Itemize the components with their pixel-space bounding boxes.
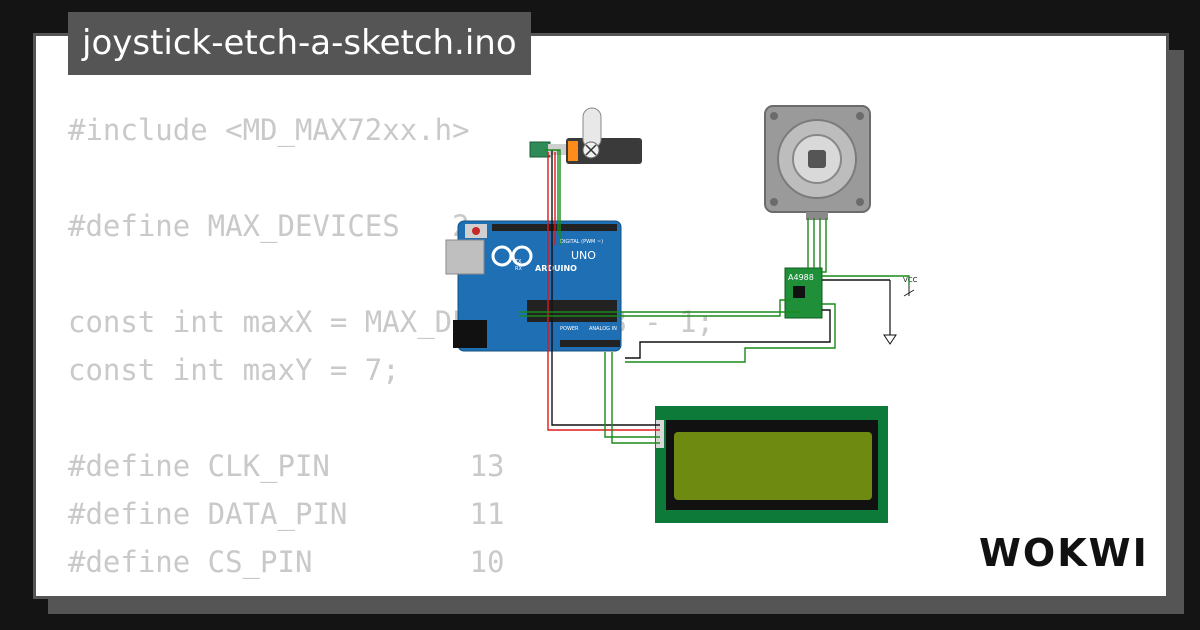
board-model: UNO — [571, 249, 596, 262]
wire — [545, 149, 561, 245]
wire — [822, 218, 827, 273]
wokwi-logo: WOKWI — [979, 531, 1149, 575]
wires — [520, 149, 910, 444]
code-line: #define CS_PIN 10 — [68, 545, 505, 579]
wire — [625, 309, 831, 359]
project-title: joystick-etch-a-sketch.ino — [68, 12, 531, 75]
wire — [604, 352, 660, 438]
wire — [822, 275, 910, 285]
analog-label: ANALOG IN — [589, 326, 617, 332]
board-logo: ARDUINO — [535, 264, 577, 273]
a4988-driver: A4988 — [784, 267, 823, 319]
code-line: const int maxY = 7; — [68, 353, 400, 387]
code-line: #define CLK_PIN 13 — [68, 449, 505, 483]
stepper-motor — [764, 105, 871, 220]
tx-label: TX — [514, 259, 522, 265]
wire — [611, 352, 660, 444]
code-line: #define MAX_DEVICES 2 — [68, 209, 470, 243]
logo-text: WOKWI — [979, 531, 1149, 575]
wire — [551, 150, 660, 426]
power-label: POWER — [560, 326, 579, 332]
lcd-display — [655, 406, 888, 523]
digital-label: DIGITAL (PWM ~) — [560, 239, 603, 245]
wire — [625, 303, 836, 363]
wire — [520, 299, 790, 317]
code-line: #define DATA_PIN 11 — [68, 497, 505, 531]
arduino-uno: ARDUINO UNO DIGITAL (PWM ~) ANALOG IN PO… — [445, 220, 622, 352]
vcc-symbol: VCC — [903, 276, 918, 297]
code-preview: #include <MD_MAX72xx.h> #define MAX_DEVIC… — [68, 106, 714, 586]
wire — [547, 152, 660, 431]
vcc-label: VCC — [903, 276, 918, 284]
code-line: #include <MD_MAX72xx.h> — [68, 113, 470, 147]
ground-symbol — [883, 280, 897, 345]
servo-motor — [529, 107, 642, 164]
rx-label: RX — [515, 266, 522, 272]
driver-label: A4988 — [788, 273, 814, 282]
